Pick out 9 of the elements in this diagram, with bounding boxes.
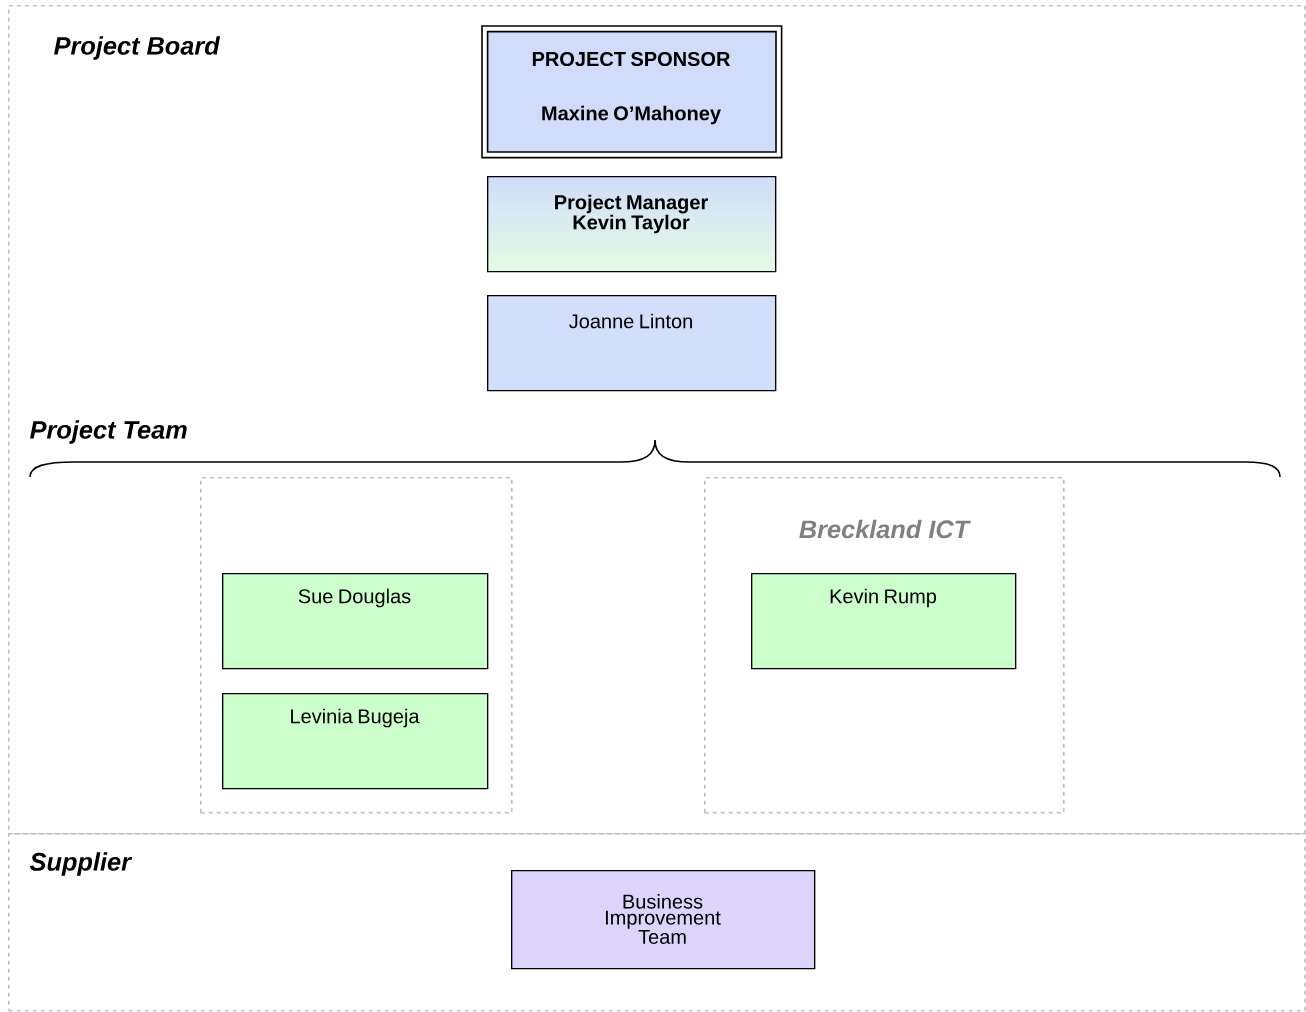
person-box: Kevin Rump [751, 573, 1017, 670]
manager-box: Project Manager Kevin Taylor [487, 176, 777, 273]
person-box: Joanne Linton [487, 295, 777, 392]
section-heading: Project Team [30, 420, 187, 444]
person-box: Sue Douglas [222, 573, 489, 670]
team-box: Business Improvement Team [511, 870, 816, 970]
group-box [200, 477, 513, 814]
person-box: Levinia Bugeja [222, 693, 489, 790]
sponsor-box: PROJECT SPONSOR Maxine O’Mahoney [481, 25, 783, 159]
